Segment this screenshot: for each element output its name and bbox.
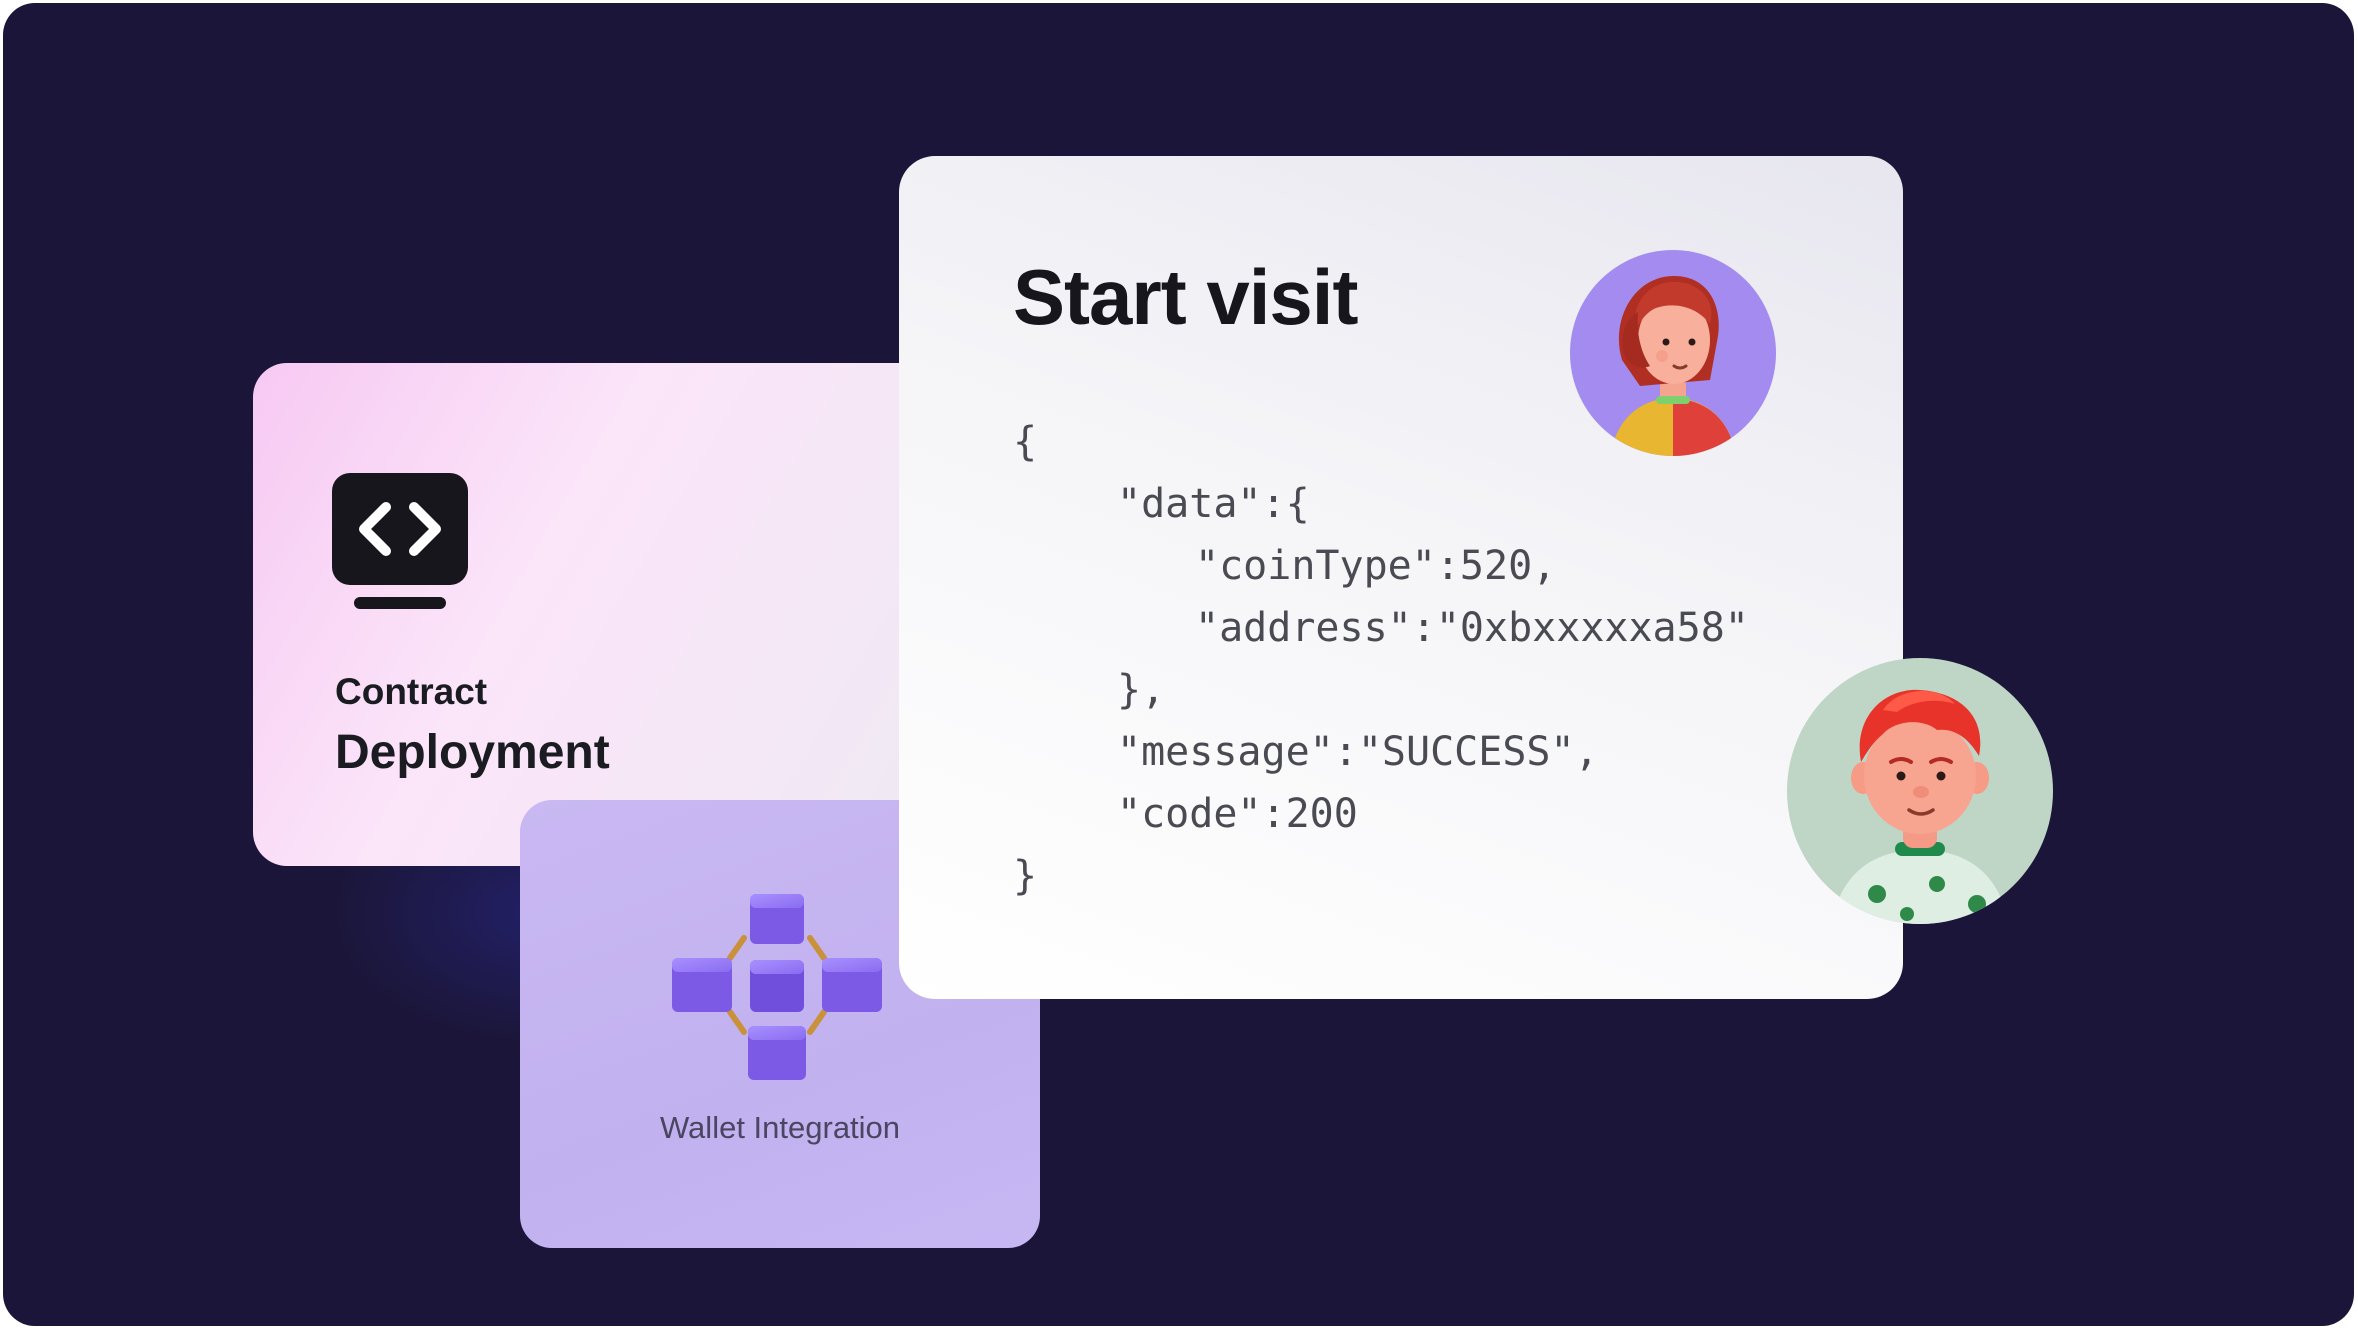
code-line: }, (1117, 667, 1166, 713)
woman-avatar (1570, 250, 1776, 456)
code-line: "code":200 (1117, 791, 1358, 837)
wallet-integration-label: Wallet Integration (659, 1110, 901, 1145)
code-brackets-monitor-icon (332, 473, 468, 609)
start-visit-title: Start visit (1013, 253, 1358, 341)
code-line: { (1013, 419, 1038, 465)
contract-label: Contract (335, 671, 488, 712)
hero-banner: Contract Deployment (3, 3, 2354, 1326)
man-avatar-icon (1831, 689, 2009, 924)
woman-avatar-icon (1610, 276, 1736, 456)
json-response-code: { "data":{ "coinType":520, "address":"0x… (1013, 411, 1749, 907)
deployment-label: Deployment (335, 726, 610, 779)
contract-deployment-card: Contract Deployment (253, 363, 953, 866)
man-avatar (1787, 658, 2053, 924)
start-visit-card: Start visit { "data":{ "coinType":520, "… (899, 156, 1903, 999)
code-line: "message":"SUCCESS", (1117, 729, 1599, 775)
code-line: "address":"0xbxxxxxa58" (1195, 605, 1749, 651)
code-line: } (1013, 853, 1038, 899)
blockchain-cubes-icon (672, 894, 882, 1080)
code-line: "data":{ (1117, 481, 1310, 527)
code-line: "coinType":520, (1195, 543, 1557, 589)
